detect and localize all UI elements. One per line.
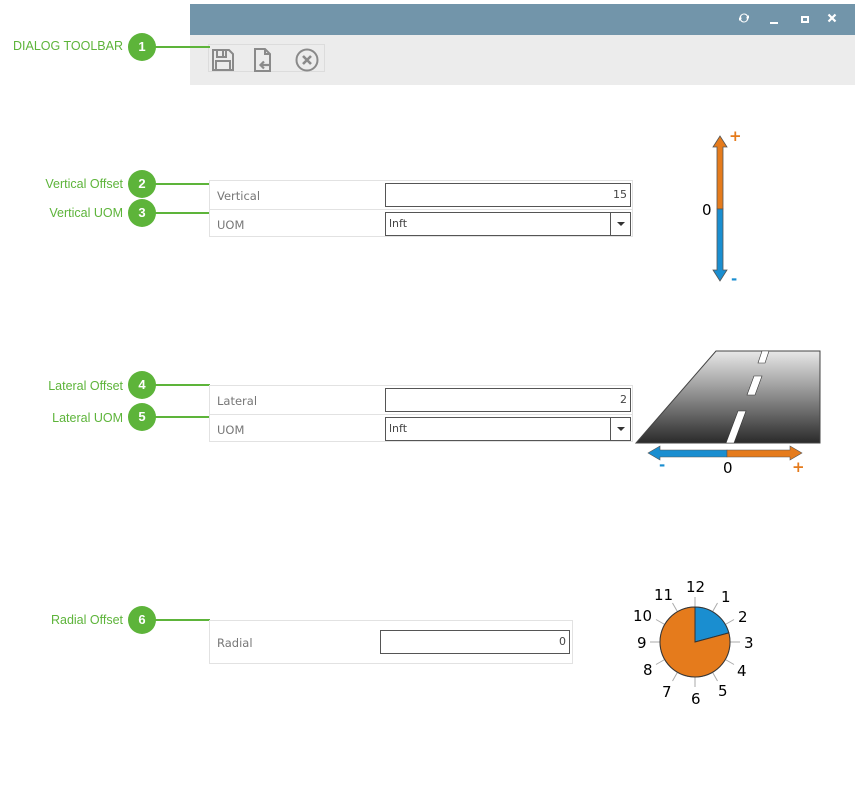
clock-number-9: 9	[637, 634, 647, 652]
callout-badge-2: 2	[128, 170, 156, 198]
close-circle-icon	[295, 48, 319, 72]
lateral-offset-label: Lateral	[217, 394, 258, 408]
callout-label-lateral-offset: Lateral Offset	[48, 379, 123, 393]
lateral-offset-input[interactable]: 2	[385, 388, 631, 412]
lateral-uom-label: UOM	[217, 423, 245, 437]
lateral-offset-row: Lateral 2	[210, 386, 632, 414]
clock-number-7: 7	[662, 683, 672, 701]
clock-number-1: 1	[721, 588, 731, 606]
clock-number-2: 2	[738, 608, 748, 626]
vertical-offset-input[interactable]: 15	[385, 183, 631, 207]
chevron-down-icon[interactable]	[610, 213, 630, 235]
callout-badge-1: 1	[128, 33, 156, 61]
toolbar-button-group	[208, 44, 325, 72]
file-import-icon	[254, 48, 271, 72]
callout-badge-6: 6	[128, 606, 156, 634]
lateral-form: Lateral 2 UOM lnft	[209, 385, 633, 442]
save-button[interactable]	[211, 48, 235, 72]
minimize-button[interactable]	[767, 12, 781, 26]
minimize-icon	[770, 22, 778, 24]
lateral-uom-row: UOM lnft	[210, 414, 632, 442]
callout-label-vertical-uom: Vertical UOM	[49, 206, 123, 220]
callout-badge-4: 4	[128, 371, 156, 399]
vertical-offset-label: Vertical	[217, 189, 261, 203]
callout-label-vertical-offset: Vertical Offset	[45, 177, 123, 191]
clock-number-10: 10	[633, 607, 653, 625]
radial-clock-diagram	[650, 597, 740, 687]
callout-connector	[155, 212, 210, 214]
callout-connector	[155, 416, 210, 418]
clock-number-4: 4	[737, 662, 747, 680]
radial-offset-input[interactable]: 0	[380, 630, 570, 654]
clock-number-11: 11	[654, 586, 674, 604]
floppy-disk-icon	[212, 49, 234, 71]
close-icon	[827, 13, 837, 23]
clock-number-3: 3	[744, 634, 754, 652]
cancel-button[interactable]	[295, 48, 319, 72]
clock-number-5: 5	[718, 682, 728, 700]
vertical-form: Vertical 15 UOM lnft	[209, 180, 633, 237]
vertical-uom-label: UOM	[217, 218, 245, 232]
dialog-toolbar	[190, 35, 855, 85]
clock-number-12: 12	[686, 578, 706, 596]
refresh-icon[interactable]	[737, 12, 751, 26]
vertical-uom-select[interactable]: lnft	[385, 212, 631, 236]
callout-label-dialog-toolbar: DIALOG TOOLBAR	[13, 39, 123, 53]
clock-number-6: 6	[691, 690, 701, 708]
callout-badge-3: 3	[128, 199, 156, 227]
close-button[interactable]	[825, 12, 839, 26]
vertical-offset-diagram	[712, 135, 728, 282]
chevron-down-icon[interactable]	[610, 418, 630, 440]
vertical-minus-label: -	[731, 270, 738, 288]
callout-badge-5: 5	[128, 403, 156, 431]
callout-label-lateral-uom: Lateral UOM	[52, 411, 123, 425]
lateral-offset-road-diagram	[634, 350, 821, 461]
vertical-plus-label: +	[729, 127, 742, 145]
lateral-uom-select[interactable]: lnft	[385, 417, 631, 441]
import-button[interactable]	[251, 48, 275, 72]
callout-connector	[155, 46, 210, 48]
lateral-uom-value: lnft	[389, 422, 408, 435]
maximize-button[interactable]	[798, 12, 812, 26]
radial-form: Radial 0	[209, 620, 573, 664]
dialog-titlebar	[190, 4, 855, 35]
callout-label-radial-offset: Radial Offset	[50, 613, 123, 627]
vertical-uom-row: UOM lnft	[210, 209, 632, 237]
callout-connector	[155, 619, 210, 621]
lateral-plus-label: +	[792, 458, 805, 476]
maximize-icon	[801, 16, 809, 23]
radial-offset-row: Radial 0	[210, 628, 572, 656]
vertical-zero-label: 0	[702, 201, 712, 219]
clock-number-8: 8	[643, 661, 653, 679]
lateral-zero-label: 0	[723, 459, 733, 477]
radial-offset-label: Radial	[217, 636, 253, 650]
vertical-uom-value: lnft	[389, 217, 408, 230]
callout-connector	[155, 384, 210, 386]
callout-connector	[155, 183, 210, 185]
vertical-offset-row: Vertical 15	[210, 181, 632, 209]
lateral-minus-label: -	[659, 456, 666, 474]
